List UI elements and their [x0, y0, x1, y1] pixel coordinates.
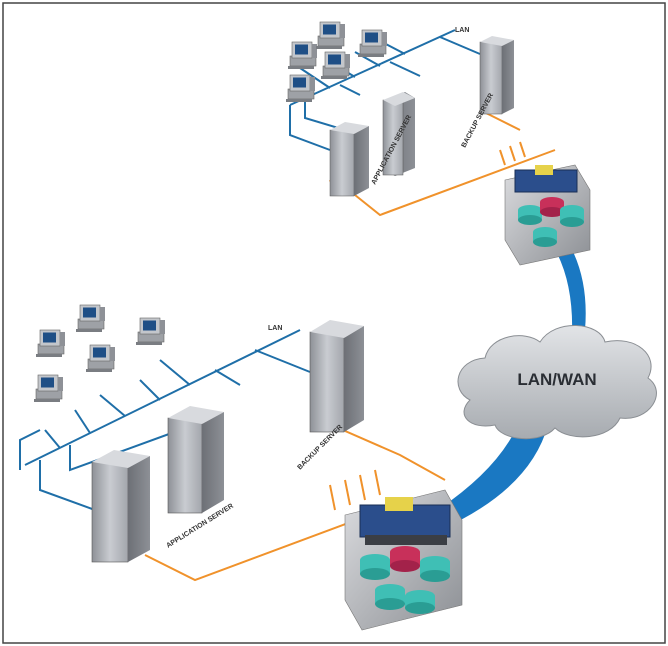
- cloud-label: LAN/WAN: [517, 370, 596, 389]
- top-application-server: [382, 92, 415, 176]
- bottom-disk-stack: [360, 546, 450, 614]
- bottom-app-server-2: [91, 450, 150, 563]
- top-pc-4: [320, 51, 351, 80]
- wan-link-bottom: [430, 420, 548, 530]
- top-app-server-2: [329, 122, 369, 197]
- top-pc-5: [285, 74, 316, 103]
- bottom-site: LAN APPLICATION SERVER BACKUP SERVER: [19, 304, 463, 631]
- wan-link-top: [548, 230, 586, 335]
- top-storage-array: [504, 164, 591, 266]
- top-pc-2: [315, 21, 346, 50]
- bottom-lan-label: LAN: [268, 325, 282, 332]
- bottom-san-lines: [144, 419, 446, 582]
- top-pc-1: [287, 41, 318, 70]
- bottom-pc-1: [35, 329, 66, 358]
- top-disk-stack: [518, 197, 584, 247]
- top-pc-3: [357, 29, 388, 58]
- bottom-pc-5: [33, 374, 64, 403]
- top-backup-server-label: BACKUP SERVER: [461, 92, 496, 149]
- wan-cloud: [457, 325, 657, 440]
- bottom-storage-array: [344, 489, 463, 631]
- bottom-lan-lines: [19, 329, 311, 511]
- top-backup-server: [479, 36, 514, 115]
- bottom-pc-2: [75, 304, 106, 333]
- bottom-application-server: [167, 406, 224, 514]
- bottom-pc-4: [85, 344, 116, 373]
- bottom-backup-server: [309, 320, 364, 433]
- bottom-pc-3: [135, 317, 166, 346]
- top-lan-label: LAN: [455, 27, 469, 34]
- top-site: LAN APPLICATION SERVER BACKUP SERVER: [285, 21, 591, 266]
